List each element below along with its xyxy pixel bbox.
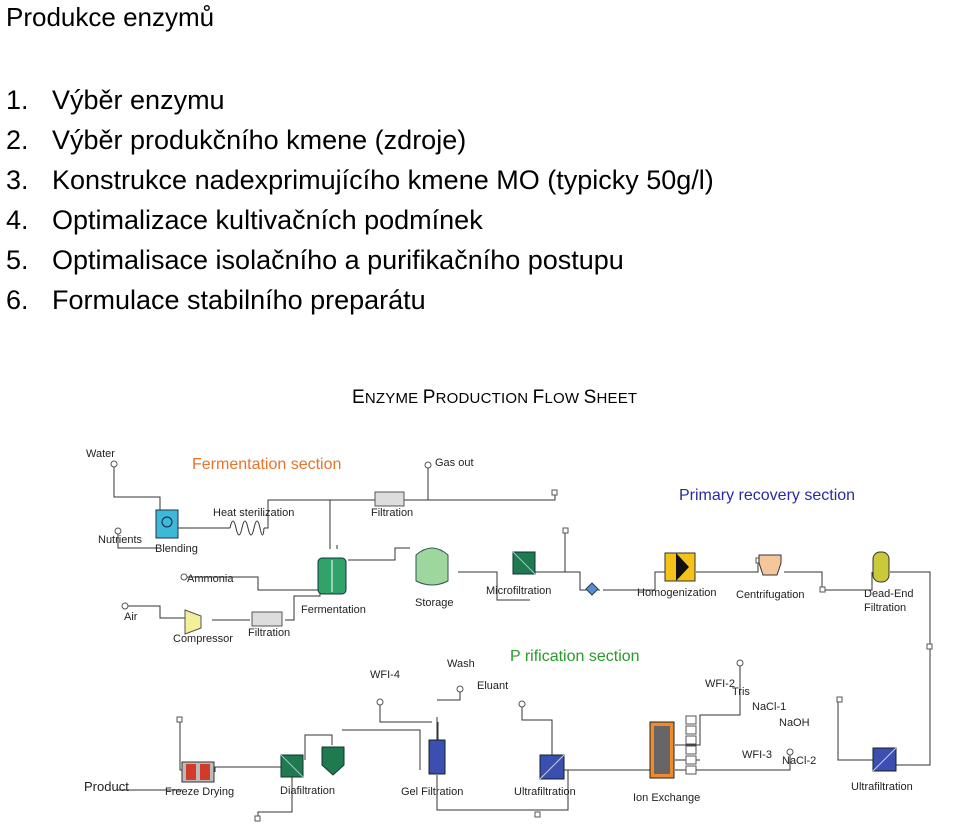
port-icon — [562, 527, 569, 534]
port-icon — [176, 716, 183, 723]
label-microfiltration: Microfiltration — [486, 585, 552, 597]
dead-end-filter-icon — [872, 551, 890, 583]
valve-icon — [736, 659, 744, 667]
valve-icon — [518, 700, 526, 708]
storage-tank-icon — [415, 547, 449, 586]
port-icon — [836, 696, 843, 703]
heat-exchanger-icon — [229, 520, 265, 536]
label-wfi-2: WFI-2 — [705, 678, 735, 690]
centrifuge-icon — [758, 554, 782, 576]
valve-icon — [424, 461, 432, 469]
gel-column-icon — [428, 739, 446, 775]
label-filtration-dead-end: Filtration — [864, 602, 907, 614]
label-tris: Tris — [732, 686, 750, 698]
label-gel-filtration: Gel Filtration — [401, 786, 464, 798]
label-air: Air — [124, 611, 138, 623]
valve-icon — [180, 573, 188, 581]
port-icon — [534, 811, 541, 818]
label-ammonia: Ammonia — [187, 573, 234, 585]
label-centrifugation: Centrifugation — [736, 589, 805, 601]
flow-sheet-diagram — [110, 460, 933, 822]
air-filter-icon — [251, 611, 283, 627]
compressor-icon — [184, 609, 202, 635]
list-item: 2.Výběr produkčního kmene (zdroje) — [6, 125, 467, 155]
filter-icon — [374, 491, 405, 507]
pipe-heat-sterilization — [178, 499, 331, 549]
valve-icon — [376, 698, 384, 706]
label-nutrients: Nutrients — [98, 534, 143, 546]
label-fermentation: Fermentation — [301, 604, 366, 616]
blending-tank-icon — [155, 509, 179, 539]
label-wfi-3: WFI-3 — [742, 749, 772, 761]
valve-icon — [121, 602, 129, 610]
page-title: Produkce enzymů — [6, 2, 215, 32]
label-blending: Blending — [155, 543, 198, 555]
primary-recovery-section-heading: Primary recovery section — [679, 487, 856, 504]
label-filtration-air: Filtration — [248, 627, 291, 639]
label-heat-sterilization: Heat sterilization — [213, 507, 295, 519]
label-nacl-2: NaCl-2 — [782, 755, 817, 767]
label-nacl-1: NaCl-1 — [752, 701, 787, 713]
label-compressor: Compressor — [173, 633, 233, 645]
port-icon — [551, 489, 558, 496]
label-eluant: Eluant — [477, 680, 509, 692]
label-gas-out: Gas out — [435, 457, 474, 469]
label-freeze-drying: Freeze Drying — [165, 786, 235, 798]
valve-icon — [114, 527, 122, 535]
label-wash: Wash — [447, 658, 475, 670]
valve-icon — [110, 460, 118, 468]
valve-icon — [456, 685, 464, 693]
label-product: Product — [84, 779, 129, 794]
label-filtration-top: Filtration — [371, 507, 414, 519]
label-diafiltration: Diafiltration — [280, 785, 336, 797]
valve-diamond-icon — [585, 582, 599, 596]
pipe-nutrients — [117, 532, 160, 549]
step-list: 1.Výběr enzymu 2.Výběr produkčního kmene… — [6, 80, 714, 320]
label-ion-exchange: Ion Exchange — [633, 792, 701, 804]
port-icon — [254, 815, 261, 822]
label-water: Water — [86, 448, 115, 460]
list-item: 1.Výběr enzymu — [6, 85, 225, 115]
list-item: 4.Optimalizace kultivačních podmínek — [6, 205, 483, 235]
label-ultrafiltration-1: Ultrafiltration — [514, 786, 576, 798]
list-item: 3.Konstrukce nadexprimujícího kmene MO (… — [6, 165, 714, 195]
label-dead-end: Dead-End — [864, 588, 914, 600]
label-storage: Storage — [415, 597, 454, 609]
label-homogenization: Homogenization — [637, 587, 717, 599]
list-item: 6.Formulace stabilního preparátu — [6, 285, 426, 315]
valve-icon — [786, 748, 794, 756]
fermentation-section-heading: Fermentation section — [192, 456, 342, 473]
purification-section-heading: P rification section — [510, 648, 640, 665]
port-icon — [926, 643, 933, 650]
list-item: 5.Optimalisace isolačního a purifikačníh… — [6, 245, 624, 275]
port-icon — [819, 586, 826, 593]
label-naoh: NaOH — [779, 717, 810, 729]
label-ultrafiltration-2: Ultrafiltration — [851, 781, 913, 793]
label-wfi-4: WFI-4 — [370, 669, 400, 681]
diafiltration-tank-icon — [321, 746, 345, 776]
flow-sheet-title: ENZYME PRODUCTION FLOW SHEET — [352, 387, 638, 408]
pipe-water — [113, 465, 161, 512]
